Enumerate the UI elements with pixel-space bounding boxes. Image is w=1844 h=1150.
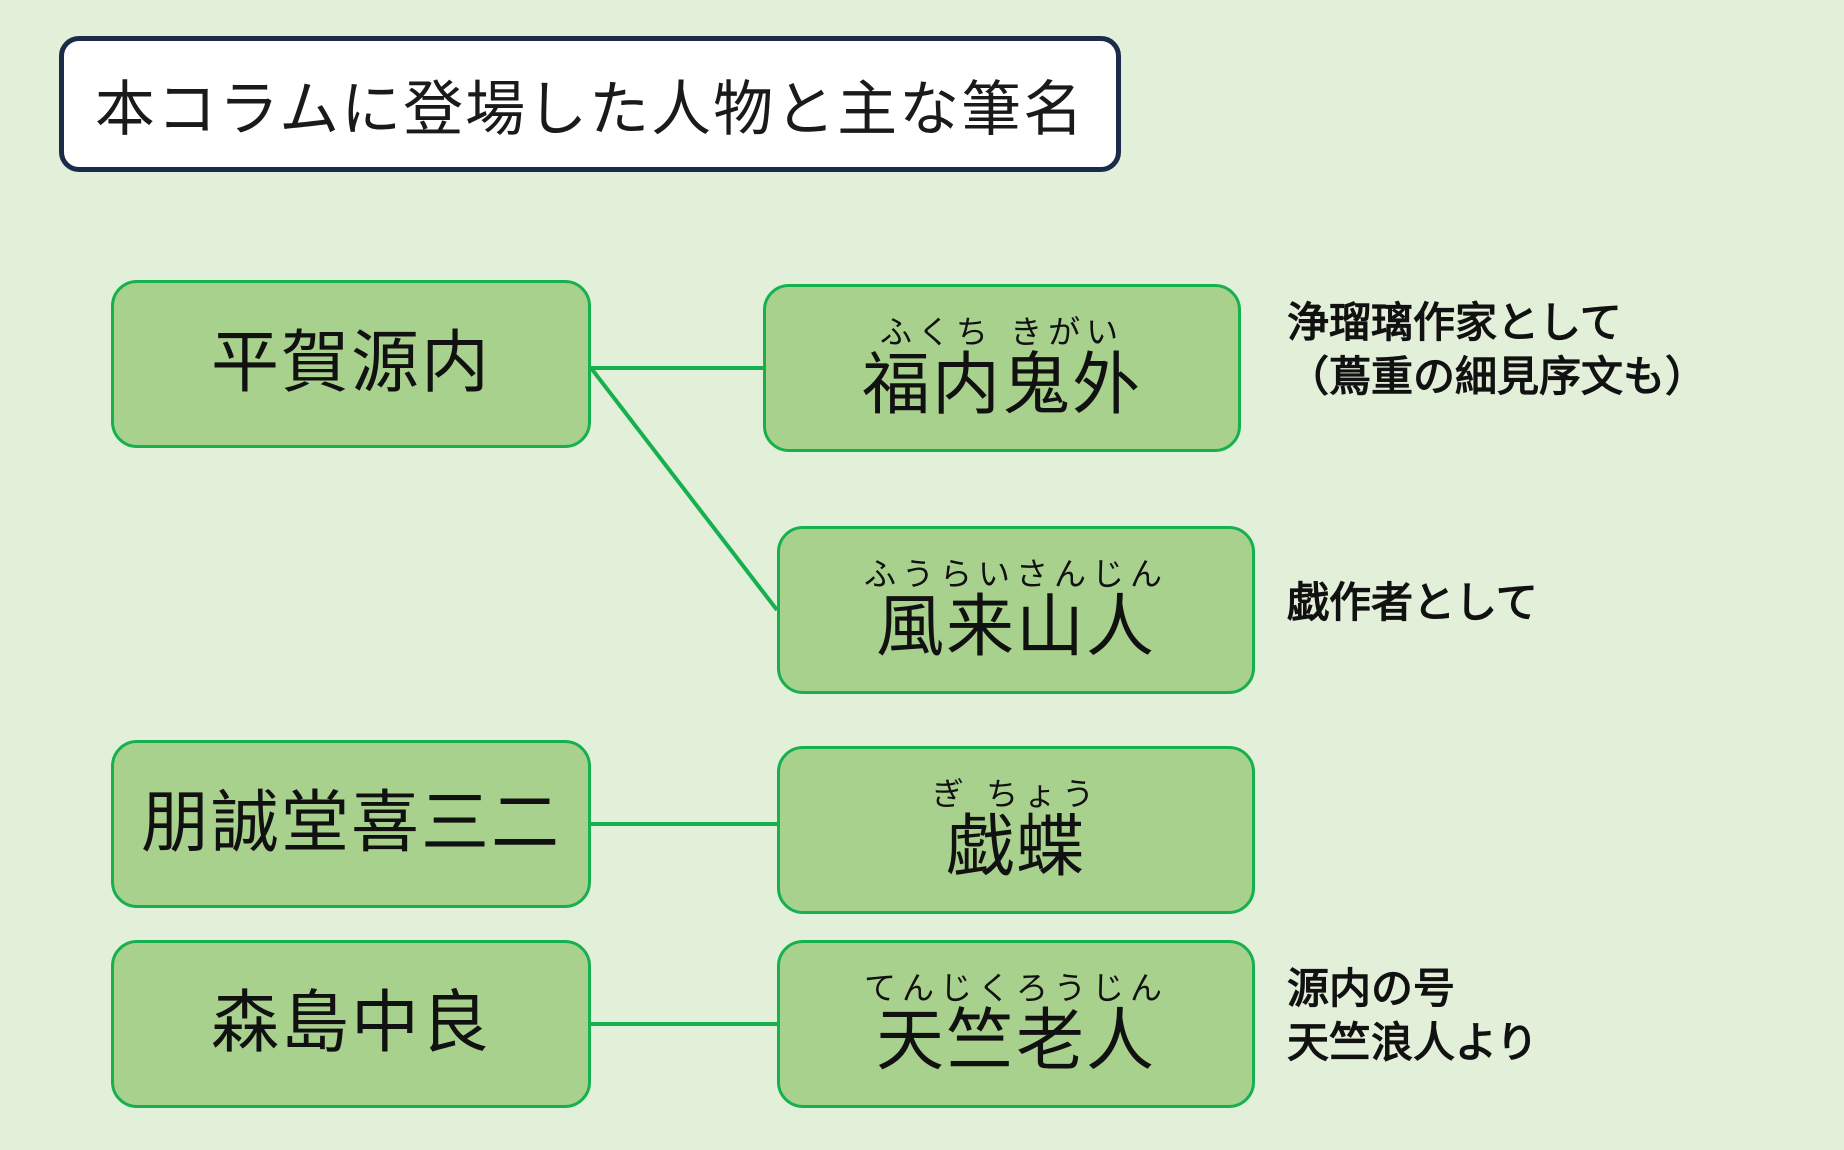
- pen-name: 風来山人: [875, 588, 1156, 667]
- note-line: （蔦重の細見序文も）: [1287, 352, 1708, 401]
- pen-name: 福内鬼外: [861, 346, 1142, 425]
- diagram-title: 本コラムに登場した人物と主な筆名: [59, 36, 1121, 172]
- note-line: 源内の号: [1287, 964, 1456, 1013]
- pen-name-ruby: ぎ ちょう: [931, 775, 1101, 813]
- person-name: 朋誠堂喜三二: [140, 784, 561, 863]
- note-joruri-writer: 浄瑠璃作家として （蔦重の細見序文も）: [1287, 296, 1707, 404]
- pen-name: 天竺老人: [875, 1002, 1156, 1081]
- note-gesaku-writer: 戯作者として: [1287, 576, 1538, 630]
- person-name: 平賀源内: [210, 324, 491, 403]
- pen-name-box-furai-sanjin: ふうらいさんじん 風来山人: [777, 526, 1255, 694]
- note-line: 浄瑠璃作家として: [1287, 298, 1622, 347]
- person-box-morishima-churyo: 森島中良: [111, 940, 591, 1108]
- pen-name-box-gicho: ぎ ちょう 戯蝶: [777, 746, 1255, 914]
- pen-name-ruby: ふうらいさんじん: [863, 555, 1168, 593]
- pen-name-box-tenjiku-rojin: てんじくろうじん 天竺老人: [777, 940, 1255, 1108]
- person-box-hiraga-gennai: 平賀源内: [111, 280, 591, 448]
- note-tenjiku-origin: 源内の号 天竺浪人より: [1287, 962, 1538, 1070]
- connector-gennai-furai: [589, 366, 779, 612]
- pen-name: 戯蝶: [945, 808, 1086, 887]
- person-box-hoseido-kisanji: 朋誠堂喜三二: [111, 740, 591, 908]
- pen-name-ruby: ふくち きがい: [879, 313, 1125, 351]
- pen-name-ruby: てんじくろうじん: [863, 969, 1168, 1007]
- pen-name-box-fukuchi-kigai: ふくち きがい 福内鬼外: [763, 284, 1241, 452]
- person-name: 森島中良: [210, 984, 491, 1063]
- note-line: 戯作者として: [1287, 578, 1538, 627]
- note-line: 天竺浪人より: [1287, 1018, 1539, 1067]
